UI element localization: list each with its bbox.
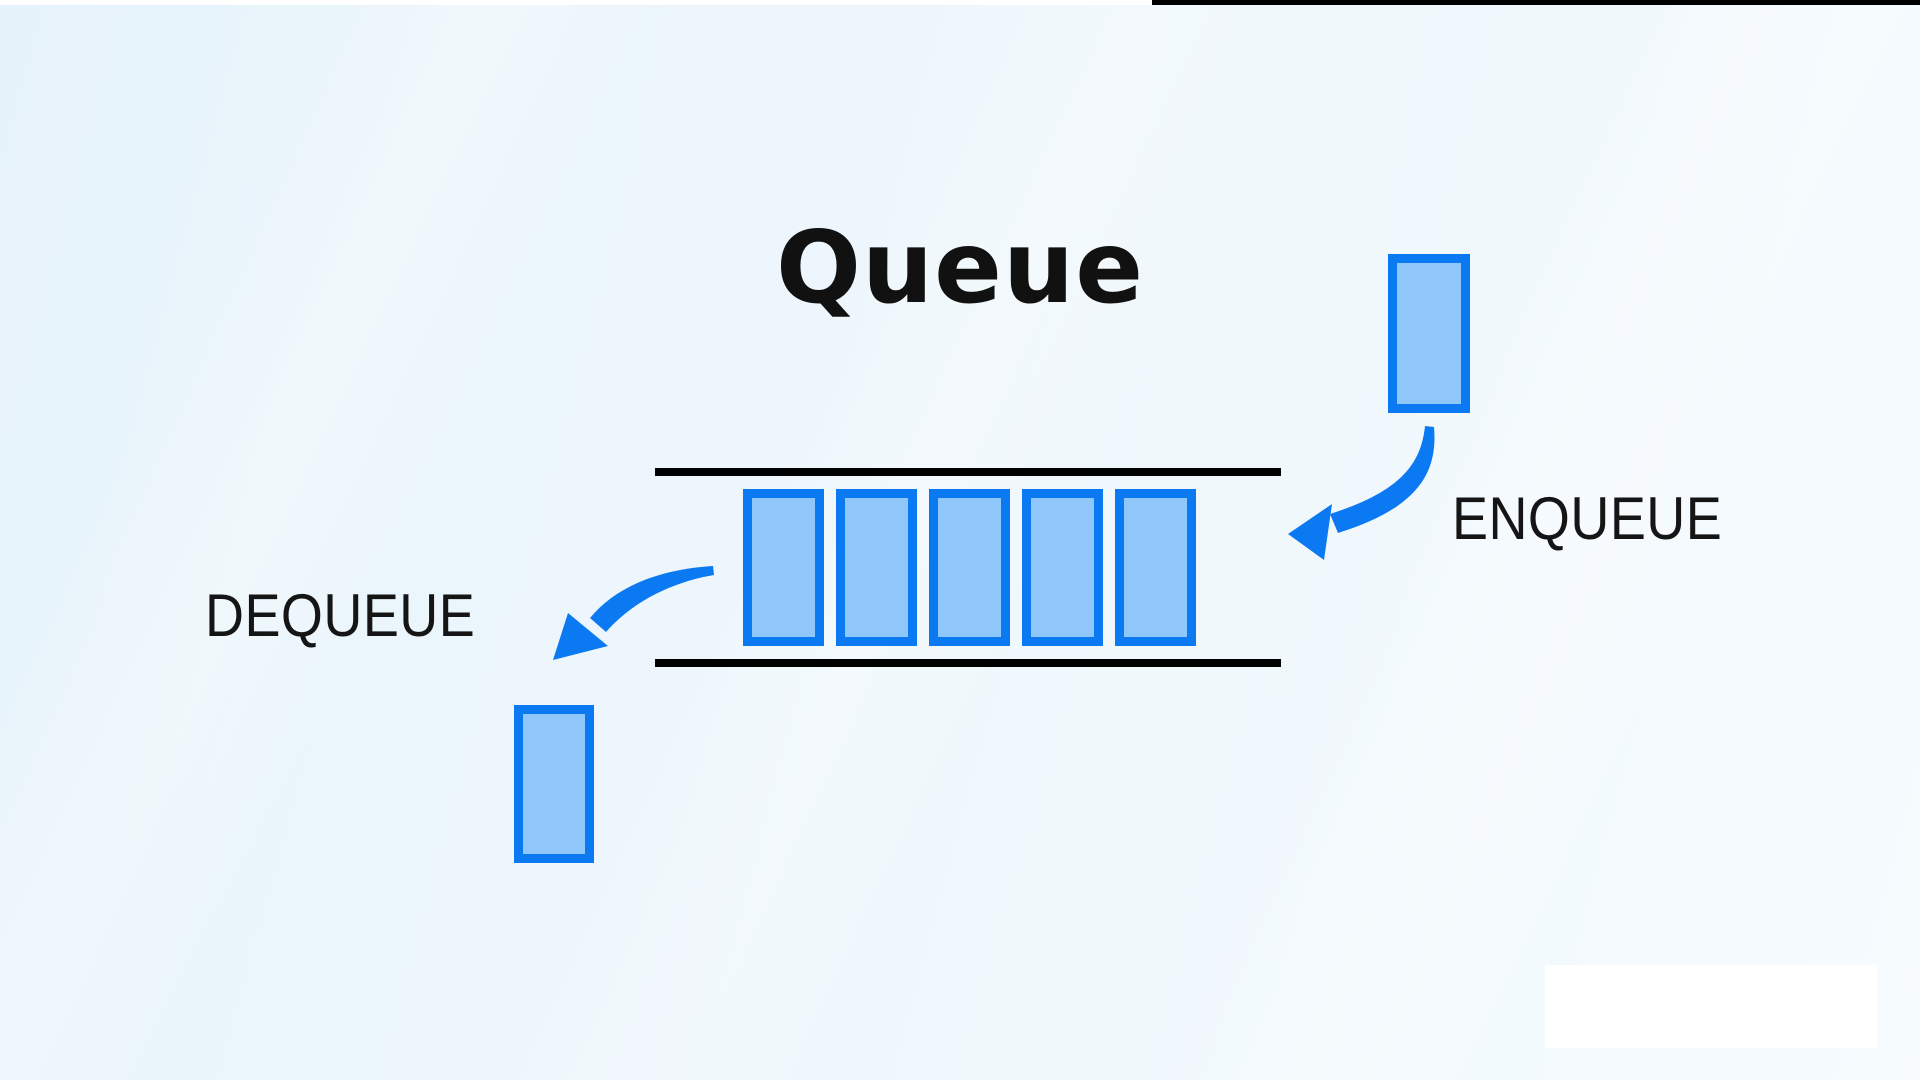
queue-item [1022,489,1103,646]
dequeue-arrow-icon [553,566,714,660]
incoming-item-box [1388,254,1470,413]
top-edge-white-strip [0,0,1152,5]
queue-bottom-line [655,659,1281,667]
queue-top-line [655,468,1281,476]
dequeue-label: DEQUEUE [205,582,476,649]
top-edge-black-strip [1152,0,1920,5]
queue-item [929,489,1010,646]
outgoing-item-box [514,705,594,863]
enqueue-arrow-icon [1288,426,1435,560]
enqueue-label: ENQUEUE [1452,485,1723,552]
queue-item [1115,489,1196,646]
queue-items-row [743,489,1196,646]
queue-item [836,489,917,646]
bottom-right-white-panel [1545,965,1878,1048]
page-title: Queue [775,209,1145,326]
queue-item [743,489,824,646]
